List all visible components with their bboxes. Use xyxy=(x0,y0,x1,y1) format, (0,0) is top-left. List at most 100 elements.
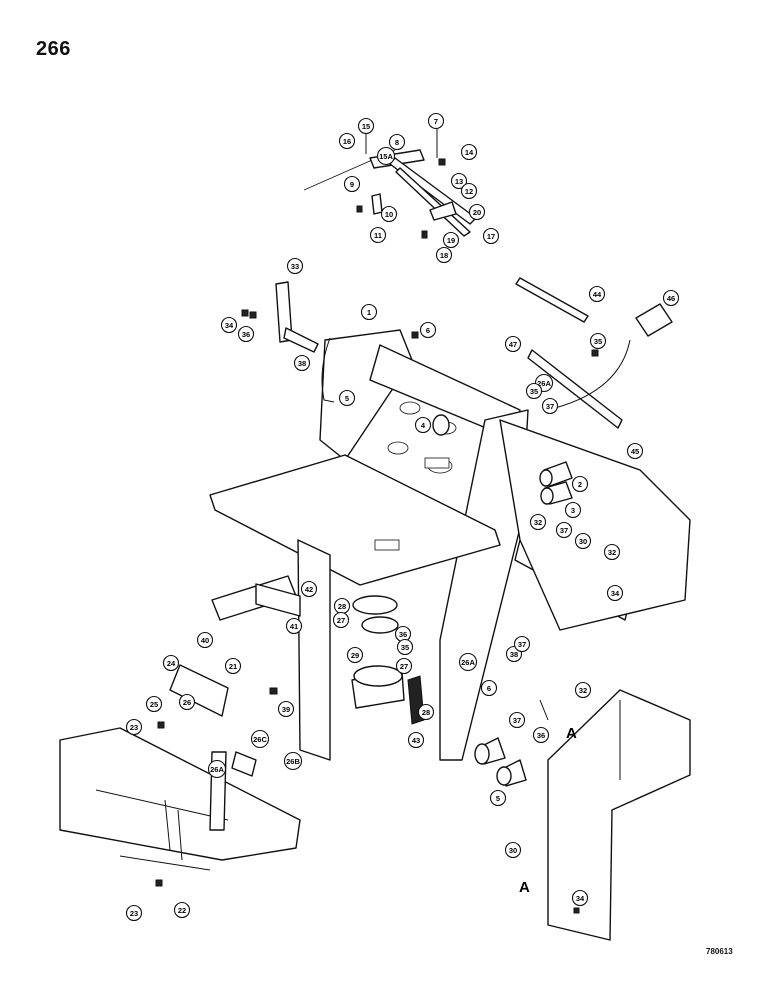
callout-20: 20 xyxy=(468,203,486,221)
callout-label: 16 xyxy=(343,137,351,146)
callout-37: 37 xyxy=(541,397,559,415)
callout-label: 11 xyxy=(374,231,382,240)
callout-label: 24 xyxy=(167,659,176,668)
callout-12: 12 xyxy=(460,182,478,200)
callout-29: 29 xyxy=(346,646,364,664)
callout-10: 10 xyxy=(380,205,398,223)
callout-11: 11 xyxy=(369,226,387,244)
callout-label: 20 xyxy=(473,208,481,217)
pedal-cylinder-group xyxy=(351,595,425,725)
callout-46: 46 xyxy=(662,289,680,307)
floor-panel xyxy=(59,727,301,871)
callout-label: 34 xyxy=(611,589,620,598)
callout-label: 23 xyxy=(130,723,138,732)
callout-label: 30 xyxy=(579,537,587,546)
callout-label: 26A xyxy=(210,765,224,774)
callout-47: 47 xyxy=(504,335,522,353)
figure-code: 780613 xyxy=(706,947,733,956)
callout-label: 14 xyxy=(465,148,474,157)
hardware xyxy=(155,309,599,914)
callout-label: 6 xyxy=(426,326,430,335)
step xyxy=(211,575,301,621)
callout-label: 27 xyxy=(337,616,345,625)
mounting-bracket xyxy=(275,281,319,353)
callout-28: 28 xyxy=(333,597,351,615)
callout-34: 34 xyxy=(571,889,589,907)
callout-22: 22 xyxy=(173,901,191,919)
callout-label: 6 xyxy=(487,684,491,693)
callout-label: 12 xyxy=(465,187,473,196)
callout-4: 4 xyxy=(414,416,432,434)
callout-label: 37 xyxy=(513,716,521,725)
page-number: 266 xyxy=(36,38,71,60)
callout-label: 18 xyxy=(440,251,448,260)
callout-label: 28 xyxy=(422,708,430,717)
right-wiper-assembly xyxy=(515,277,673,429)
callout-label: 25 xyxy=(150,700,158,709)
callout-label: 19 xyxy=(447,236,455,245)
callout-label: 3 xyxy=(571,506,575,515)
callout-label: 22 xyxy=(178,906,186,915)
callout-label: 17 xyxy=(487,232,495,241)
callout-41: 41 xyxy=(285,617,303,635)
callout-5: 5 xyxy=(338,389,356,407)
callout-label: 26C xyxy=(253,735,267,744)
callout-30: 30 xyxy=(574,532,592,550)
callout-40: 40 xyxy=(196,631,214,649)
callout-26c: 26C xyxy=(250,729,270,749)
callout-32: 32 xyxy=(529,513,547,531)
callout-23: 23 xyxy=(125,904,143,922)
callout-label: 37 xyxy=(518,640,526,649)
callout-label: 39 xyxy=(282,705,290,714)
callout-43: 43 xyxy=(407,731,425,749)
callout-label: 27 xyxy=(400,662,408,671)
callout-label: 26A xyxy=(537,379,551,388)
callout-label: 26 xyxy=(183,698,191,707)
callout-35: 35 xyxy=(396,638,414,656)
callout-label: 9 xyxy=(350,180,354,189)
callout-label: 15 xyxy=(362,122,370,131)
callout-label: 35 xyxy=(530,387,538,396)
view-marker-a-upper: A xyxy=(566,725,577,742)
callout-label: 5 xyxy=(496,794,500,803)
guard-panel xyxy=(539,689,691,941)
callout-39: 39 xyxy=(277,700,295,718)
callout-label: 36 xyxy=(242,330,250,339)
callout-44: 44 xyxy=(588,285,606,303)
callout-27: 27 xyxy=(395,657,413,675)
callout-24: 24 xyxy=(162,654,180,672)
callout-label: 8 xyxy=(395,138,399,147)
callout-42: 42 xyxy=(300,580,318,598)
callout-32: 32 xyxy=(574,681,592,699)
callout-label: 5 xyxy=(345,394,349,403)
callout-label: 32 xyxy=(608,548,616,557)
callout-label: 38 xyxy=(510,650,518,659)
callout-37: 37 xyxy=(508,711,526,729)
callout-25: 25 xyxy=(145,695,163,713)
callout-label: 1 xyxy=(367,308,371,317)
callout-16: 16 xyxy=(338,132,356,150)
callout-3: 3 xyxy=(564,501,582,519)
callout-label: 42 xyxy=(305,585,313,594)
callout-label: 37 xyxy=(560,526,568,535)
callout-label: 26A xyxy=(461,658,475,667)
callout-label: 34 xyxy=(576,894,585,903)
callout-label: 35 xyxy=(594,337,602,346)
callout-28: 28 xyxy=(417,703,435,721)
callout-label: 21 xyxy=(229,662,237,671)
callout-label: 43 xyxy=(412,736,420,745)
callout-35: 35 xyxy=(589,332,607,350)
callout-38: 38 xyxy=(293,354,311,372)
callout-label: 26B xyxy=(286,757,300,766)
callout-8: 8 xyxy=(388,133,406,151)
callout-label: 36 xyxy=(537,731,545,740)
callout-label: 29 xyxy=(351,651,359,660)
callout-26: 26 xyxy=(178,693,196,711)
callout-label: 34 xyxy=(225,321,234,330)
callout-label: 13 xyxy=(455,177,463,186)
callout-30: 30 xyxy=(504,841,522,859)
callout-label: 23 xyxy=(130,909,138,918)
callout-label: 28 xyxy=(338,602,346,611)
